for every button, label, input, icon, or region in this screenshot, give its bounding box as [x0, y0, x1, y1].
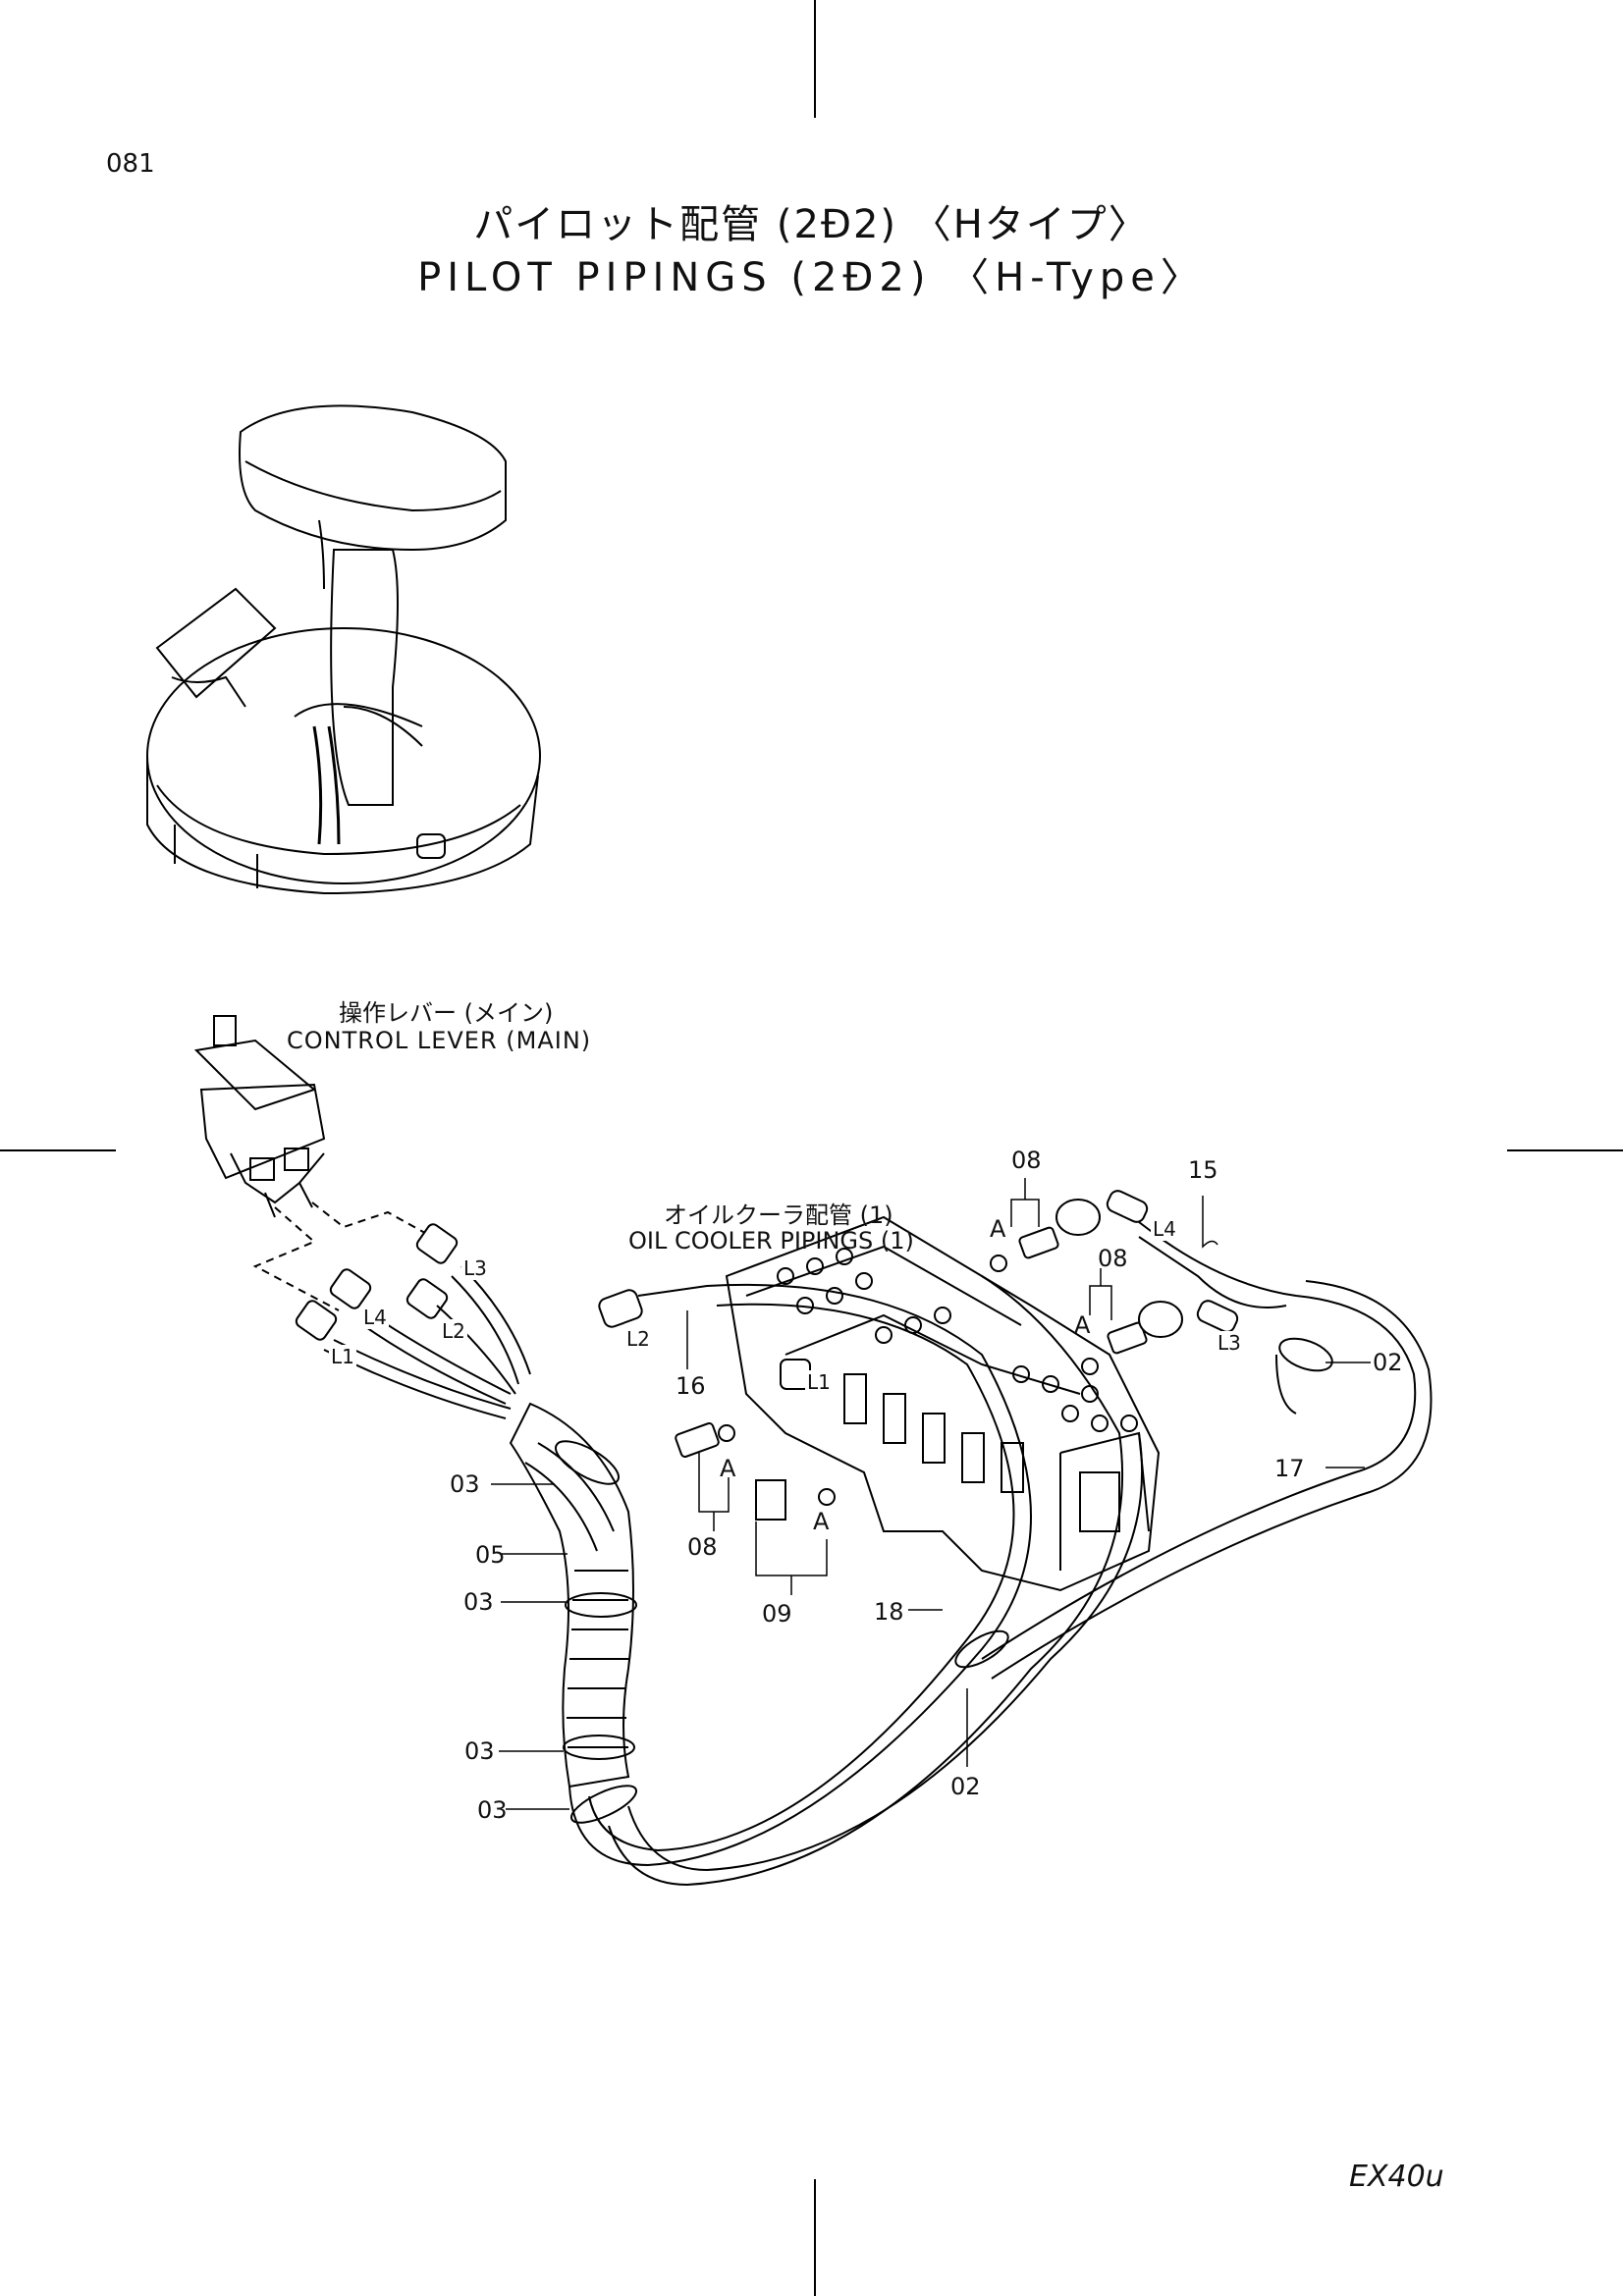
callout-08-top: 08	[1011, 1147, 1042, 1174]
view-marker-a: A	[1074, 1311, 1091, 1339]
page-title-en: PILOT PIPINGS (2Đ2) 〈H-Type〉	[417, 255, 1206, 300]
callout-02-right: 02	[1373, 1349, 1403, 1376]
callout-03-d: 03	[477, 1796, 508, 1824]
callout-15: 15	[1188, 1156, 1218, 1184]
pipe-label-l4: L4	[1151, 1217, 1178, 1241]
control-valve-illustration	[725, 1215, 1161, 1592]
callout-18: 18	[874, 1598, 904, 1626]
lever-hose-fittings	[295, 1223, 459, 1341]
callout-leaders	[491, 1178, 1371, 1810]
callout-16: 16	[676, 1372, 706, 1400]
label-oil-cooler-en: OIL COOLER PIPINGS (1)	[628, 1227, 914, 1255]
pipe-label-l4: L4	[361, 1306, 389, 1329]
label-control-lever-jp: 操作レバー (メイン)	[339, 999, 554, 1027]
page-title-jp: パイロット配管 (2Đ2) 〈Hタイプ〉	[473, 202, 1150, 247]
pipe-label-l3: L3	[1216, 1331, 1243, 1355]
control-lever-connections	[252, 1201, 433, 1311]
pipe-label-l2: L2	[440, 1319, 467, 1343]
view-marker-a: A	[813, 1508, 830, 1535]
label-oil-cooler-jp: オイルクーラ配管 (1)	[664, 1201, 893, 1229]
valve-fittings	[598, 1190, 1239, 1521]
callout-05: 05	[475, 1541, 506, 1569]
label-control-lever-en: CONTROL LEVER (MAIN)	[287, 1027, 592, 1054]
pipe-label-l1: L1	[329, 1345, 356, 1368]
callout-08-low: 08	[687, 1533, 718, 1561]
machine-overview-illustration	[146, 404, 541, 895]
view-marker-a: A	[990, 1215, 1006, 1243]
model-code: EX40u	[1349, 2160, 1444, 2194]
pilot-hose-bundle	[323, 1206, 1433, 1887]
callout-02-bottom: 02	[950, 1773, 981, 1800]
callout-17: 17	[1274, 1455, 1305, 1482]
control-lever-illustration	[193, 1015, 326, 1218]
callout-09: 09	[762, 1600, 792, 1628]
pipe-label-l2: L2	[624, 1327, 652, 1351]
pipe-label-l3: L3	[461, 1256, 489, 1280]
view-marker-a: A	[720, 1455, 736, 1482]
callout-03-b: 03	[463, 1588, 494, 1616]
pipe-label-l1: L1	[805, 1370, 833, 1394]
page-number: 081	[106, 149, 155, 179]
callout-03-a: 03	[450, 1470, 480, 1498]
callout-03-c: 03	[464, 1737, 495, 1765]
callout-08-mid: 08	[1098, 1245, 1128, 1272]
